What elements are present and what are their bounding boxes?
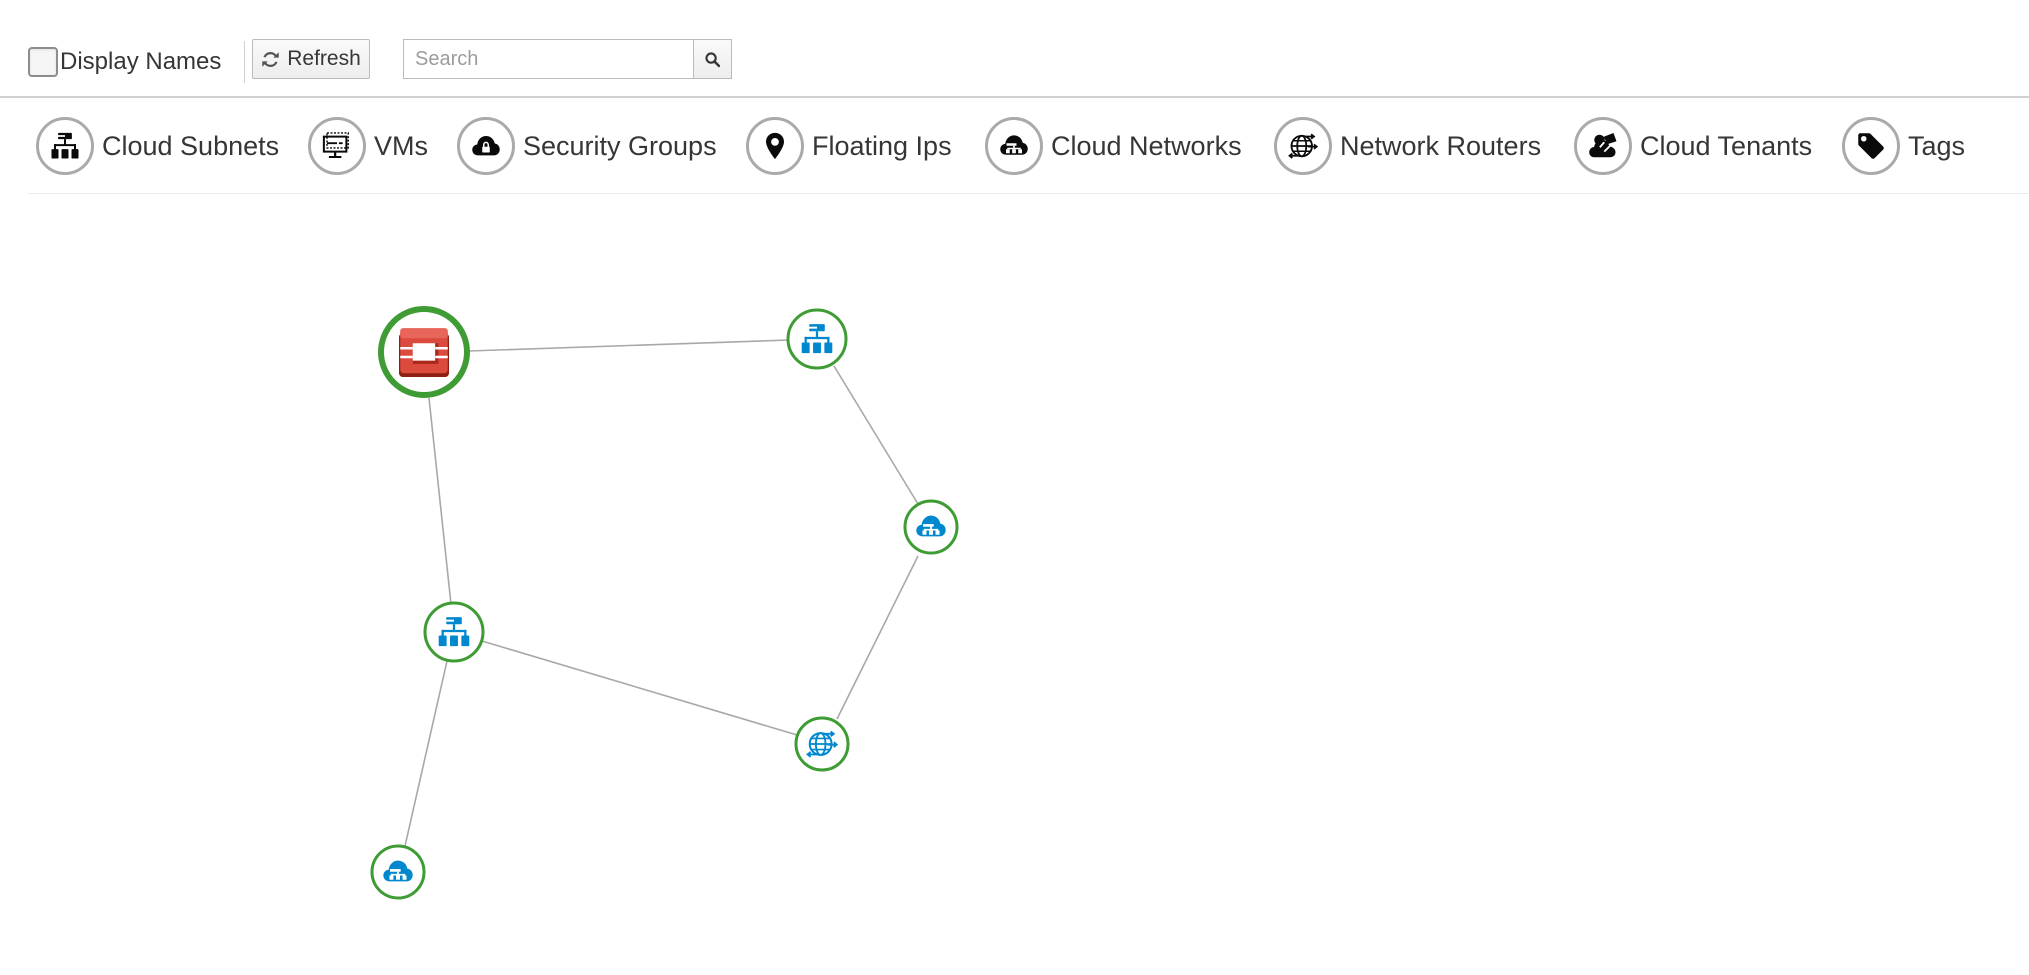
legend-item-vms[interactable]: VMs [308, 117, 428, 175]
toolbar-divider [244, 41, 245, 83]
legend-item-network-routers[interactable]: Network Routers [1274, 117, 1541, 175]
legend-item-cloud-subnets[interactable]: Cloud Subnets [36, 117, 279, 175]
cloud-subnet-icon [36, 117, 94, 175]
legend-item-cloud-networks[interactable]: Cloud Networks [985, 117, 1242, 175]
refresh-button[interactable]: Refresh [252, 39, 370, 79]
node-cloud-subnet[interactable] [786, 308, 848, 370]
graph-edges [404, 339, 919, 847]
network-router-icon [1274, 117, 1332, 175]
legend-item-security-groups[interactable]: Security Groups [457, 117, 717, 175]
legend-label: Cloud Networks [1051, 130, 1242, 161]
node-cloud-network[interactable] [903, 499, 959, 555]
legend-label: Floating Ips [812, 130, 952, 161]
graph-edge [404, 660, 448, 847]
node-cloud-network[interactable] [370, 844, 426, 900]
floating-ip-icon [746, 117, 804, 175]
legend-label: Network Routers [1340, 130, 1542, 161]
legend-label: Tags [1908, 130, 1966, 161]
legend-label: VMs [374, 130, 428, 161]
cloud-network-icon [985, 117, 1043, 175]
node-openstack-provider[interactable] [378, 306, 470, 398]
search-input[interactable] [403, 39, 693, 79]
legend-label: Security Groups [523, 130, 717, 161]
topology-graph [370, 306, 959, 900]
graph-edge [836, 555, 919, 720]
openstack-logo-icon [399, 328, 449, 377]
topology-legend: Cloud Subnets VMs Security Groups Floati… [28, 98, 2029, 194]
graph-edge [833, 365, 919, 505]
legend-label: Cloud Tenants [1640, 130, 1813, 161]
topology-toolbar: Display Names Refresh [0, 0, 2029, 98]
node-cloud-subnet[interactable] [423, 601, 485, 663]
display-names-checkbox[interactable] [28, 47, 58, 77]
node-network-router[interactable] [794, 716, 850, 772]
tag-icon [1842, 117, 1900, 175]
legend-item-floating-ips[interactable]: Floating Ips [746, 117, 952, 175]
security-group-icon [457, 117, 515, 175]
refresh-label: Refresh [287, 47, 361, 70]
graph-edge [428, 397, 452, 605]
graph-edge [481, 640, 798, 736]
display-names-label[interactable]: Display Names [60, 48, 222, 75]
refresh-icon [261, 50, 280, 69]
legend-item-cloud-tenants[interactable]: Cloud Tenants [1574, 117, 1812, 175]
graph-edge [468, 339, 790, 352]
search-button[interactable] [693, 39, 732, 79]
cloud-tenant-icon [1574, 117, 1632, 175]
vm-icon [308, 117, 366, 175]
legend-item-tags[interactable]: Tags [1842, 117, 1965, 175]
legend-label: Cloud Subnets [102, 130, 280, 161]
search-icon [704, 51, 721, 68]
